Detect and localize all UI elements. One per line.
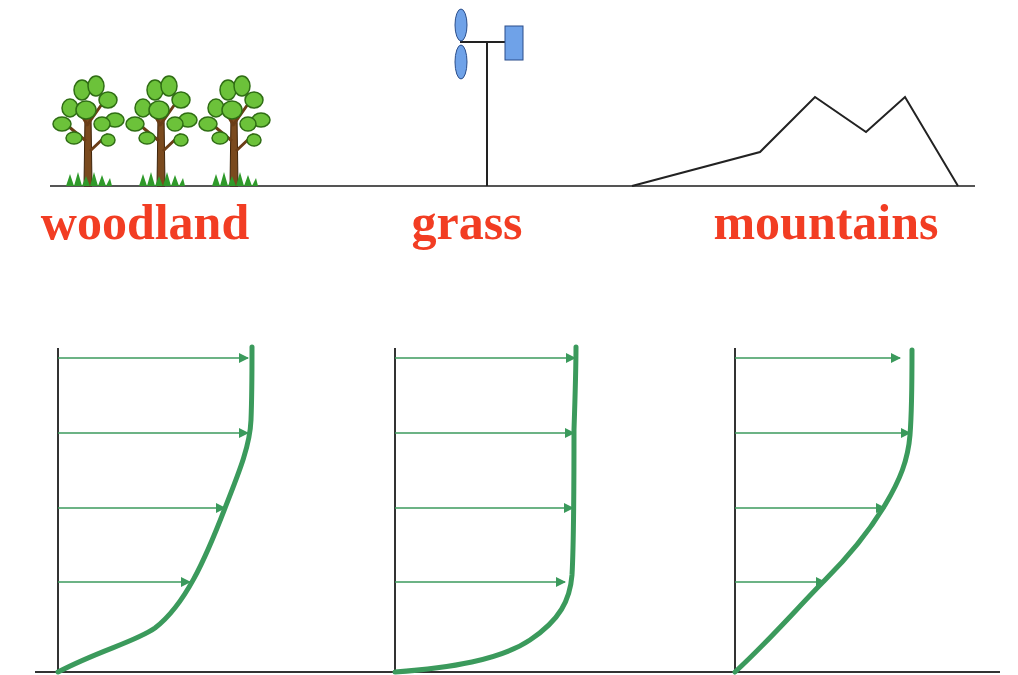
terrain-label: woodland bbox=[41, 197, 249, 247]
terrain-label: grass bbox=[411, 197, 522, 247]
terrain-label: mountains bbox=[713, 197, 938, 247]
